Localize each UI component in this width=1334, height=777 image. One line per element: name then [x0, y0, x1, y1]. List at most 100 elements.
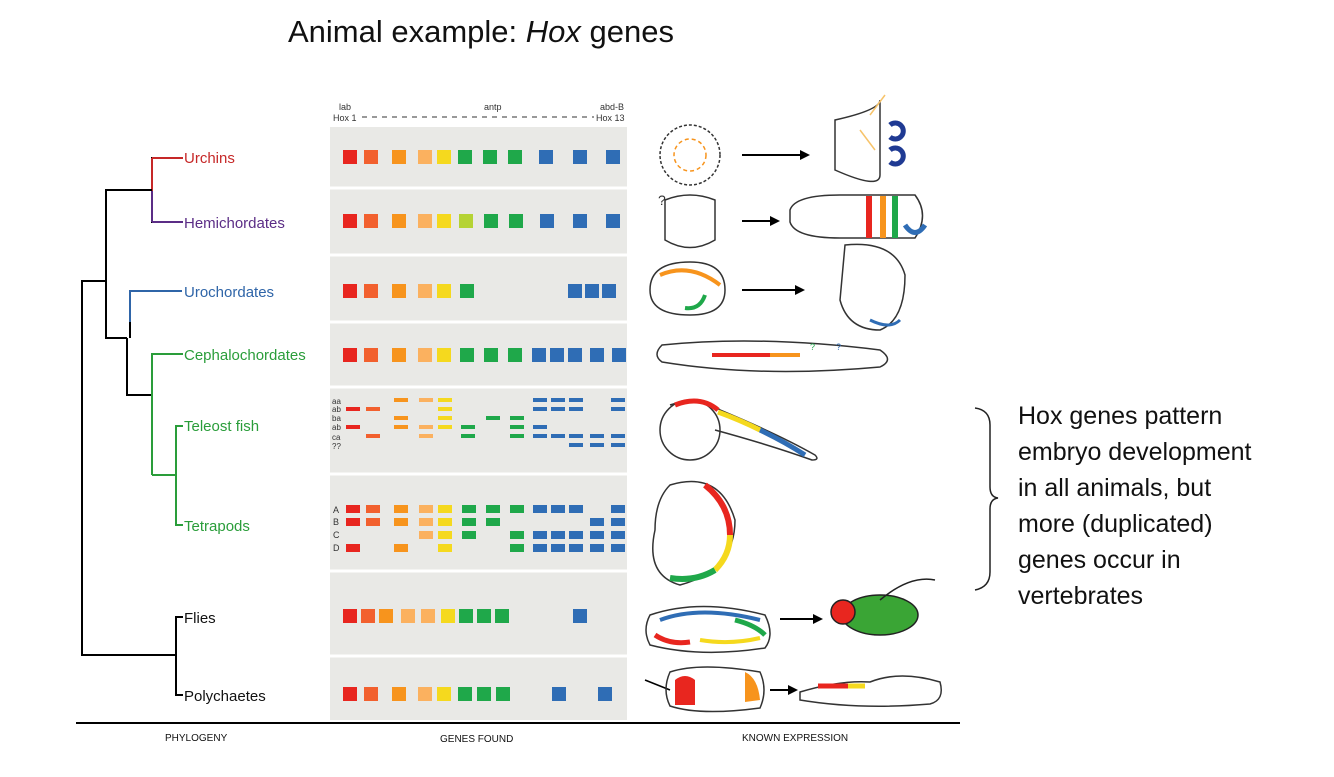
column-label-phylogeny: PHYLOGENY: [165, 733, 228, 744]
gene-box: [508, 150, 522, 164]
gene-box: [585, 284, 599, 298]
cephalochordate-drawing: ? ?: [656, 340, 889, 373]
gene-box: [568, 284, 582, 298]
gene-box: [611, 398, 625, 402]
gene-box: [364, 214, 378, 228]
gene-box: [573, 150, 587, 164]
gene-box: [364, 348, 378, 362]
gene-box: [438, 398, 452, 402]
gene-box: [462, 518, 476, 526]
gene-box: [392, 348, 406, 362]
gene-box: [533, 407, 547, 411]
gene-box: [438, 531, 452, 539]
gene-box: [438, 544, 452, 552]
gene-box: [364, 687, 378, 701]
header-hox13: Hox 13: [596, 113, 625, 123]
gene-box: [510, 425, 524, 429]
gene-box: [611, 505, 625, 513]
gene-box: [486, 518, 500, 526]
gene-box: [364, 150, 378, 164]
column-label-expression: KNOWN EXPRESSION: [742, 733, 848, 744]
urchin-larva-drawing: [659, 94, 906, 186]
gene-box: [510, 416, 524, 420]
gene-box: [437, 687, 451, 701]
gene-box: [343, 150, 357, 164]
note-line: in all animals, but: [1018, 474, 1212, 502]
hemichordate-drawing: ?: [658, 192, 928, 249]
gene-box: [510, 505, 524, 513]
teleost-cluster-label: ca: [332, 433, 341, 442]
header-hox1: Hox 1: [333, 113, 357, 123]
taxa-labels: Urchins Hemichordates Urochordates Cepha…: [184, 150, 306, 705]
gene-box: [552, 687, 566, 701]
gene-box: [419, 425, 433, 429]
gene-box: [346, 544, 360, 552]
gene-box: [611, 407, 625, 411]
gene-box: [462, 505, 476, 513]
teleost-cluster-label: ab: [332, 423, 341, 432]
gene-box: [590, 531, 604, 539]
gene-box: [364, 284, 378, 298]
gene-box: [495, 609, 509, 623]
gene-box: [590, 443, 604, 447]
gene-box: [346, 425, 360, 429]
gene-box: [483, 150, 497, 164]
gene-box: [419, 434, 433, 438]
gene-box: [366, 505, 380, 513]
gene-box: [551, 544, 565, 552]
gene-box: [532, 348, 546, 362]
gene-box: [392, 687, 406, 701]
urochordate-drawing: [649, 243, 906, 331]
tetrapod-cluster-label: C: [333, 530, 340, 540]
teleost-cluster-label: aa: [332, 397, 341, 406]
gene-box: [484, 214, 498, 228]
gene-box: [462, 531, 476, 539]
gene-box: [533, 544, 547, 552]
gene-box: [568, 348, 582, 362]
svg-text:?: ?: [836, 342, 841, 352]
tetrapod-cluster-labels: A B C D: [333, 505, 340, 553]
gene-box: [438, 425, 452, 429]
fly-drawing: [645, 578, 936, 654]
gene-box: [458, 150, 472, 164]
gene-box: [343, 609, 357, 623]
slide-title: Animal example: Hox genes: [288, 14, 674, 50]
gene-box: [496, 687, 510, 701]
gene-box: [346, 407, 360, 411]
gene-box: [569, 434, 583, 438]
taxon-cephalochordates: Cephalochordates: [184, 347, 306, 364]
gene-box: [508, 348, 522, 362]
gene-box: [611, 434, 625, 438]
gene-box: [394, 398, 408, 402]
gene-box: [343, 687, 357, 701]
taxon-polychaetes: Polychaetes: [184, 688, 266, 705]
gene-box: [346, 505, 360, 513]
gene-box: [510, 531, 524, 539]
gene-box: [573, 214, 587, 228]
gene-box: [459, 214, 473, 228]
header-lab: lab: [339, 102, 351, 112]
gene-box: [569, 544, 583, 552]
gene-box: [611, 531, 625, 539]
gene-box: [590, 434, 604, 438]
gene-box: [460, 284, 474, 298]
gene-box: [590, 348, 604, 362]
gene-box: [533, 398, 547, 402]
taxon-tetrapods: Tetrapods: [184, 518, 250, 535]
taxon-flies: Flies: [184, 610, 216, 627]
note-line: more (duplicated): [1018, 510, 1213, 538]
title-prefix: Animal example:: [288, 14, 526, 49]
gene-box: [461, 434, 475, 438]
header-antp: antp: [484, 102, 502, 112]
svg-text:?: ?: [658, 192, 666, 208]
gene-box: [438, 416, 452, 420]
gene-boxes: [343, 150, 626, 701]
gene-box: [533, 505, 547, 513]
gene-box: [551, 407, 565, 411]
gene-box: [611, 518, 625, 526]
gene-box: [437, 214, 451, 228]
gene-box: [394, 505, 408, 513]
gene-box: [540, 214, 554, 228]
gene-box: [437, 284, 451, 298]
